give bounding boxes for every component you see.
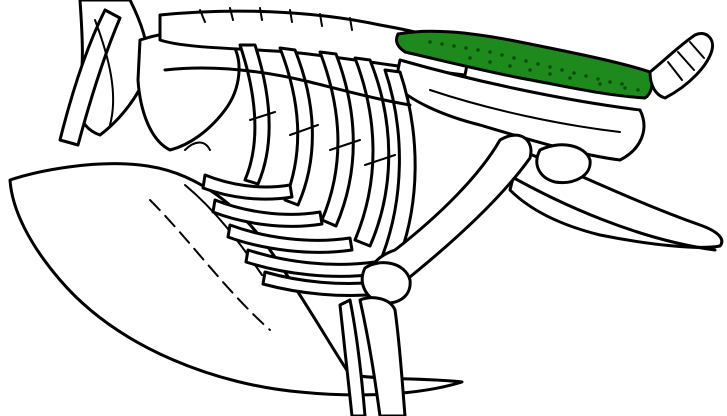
synsacrum-foramen-dot bbox=[524, 59, 528, 63]
synsacrum-foramen-dot bbox=[620, 82, 624, 86]
synsacrum-foramen-dot bbox=[452, 44, 456, 48]
synsacrum-foramen-dot bbox=[476, 48, 480, 52]
synsacrum-foramen-dot bbox=[568, 76, 572, 80]
synsacrum-foramen-dot bbox=[508, 64, 512, 68]
synsacrum-foramen-dot bbox=[548, 72, 552, 76]
tail-vertebrae bbox=[650, 33, 713, 98]
synsacrum-foramen-dot bbox=[548, 65, 552, 69]
synsacrum-foramen-dot bbox=[584, 74, 588, 78]
synsacrum-foramen-dot bbox=[572, 71, 576, 75]
rib-3 bbox=[320, 52, 353, 226]
synsacrum-foramen-dot bbox=[528, 68, 532, 72]
synsacrum-foramen-dot bbox=[488, 60, 492, 64]
synsacrum-foramen-dot bbox=[512, 56, 516, 60]
synsacrum-foramen-dot bbox=[598, 82, 602, 86]
synsacrum-foramen-dot bbox=[428, 40, 432, 44]
synsacrum-foramen-dot bbox=[560, 68, 564, 72]
synsacrum-foramen-dot bbox=[636, 88, 640, 92]
synsacrum-foramen-dot bbox=[623, 86, 627, 90]
synsacrum-foramen-dot bbox=[596, 77, 600, 81]
synsacrum-foramen-dot bbox=[488, 50, 492, 54]
synsacrum-foramen-dot bbox=[464, 46, 468, 50]
synsacrum-foramen-dot bbox=[500, 53, 504, 57]
rib-2 bbox=[280, 48, 312, 205]
synsacrum-foramen-dot bbox=[440, 42, 444, 46]
synsacrum-foramen-dot bbox=[536, 62, 540, 66]
rib-4 bbox=[355, 58, 389, 246]
acetabulum bbox=[537, 145, 590, 183]
fibula bbox=[340, 300, 365, 416]
tibiotarsus bbox=[360, 298, 405, 416]
synsacrum-foramen-dot bbox=[468, 56, 472, 60]
synsacrum-foramen-dot bbox=[608, 80, 612, 84]
